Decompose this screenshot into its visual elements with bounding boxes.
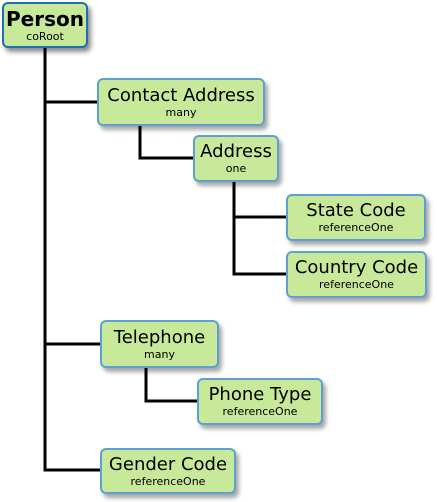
- node-country-code-name: Country Code: [294, 257, 419, 278]
- node-person-kind: coRoot: [26, 29, 64, 43]
- node-phone-type-name: Phone Type: [208, 384, 312, 405]
- node-contact-address-kind: many: [165, 105, 197, 119]
- node-address-kind: one: [225, 162, 247, 175]
- node-contact-address-name: Contact Address: [107, 84, 255, 106]
- node-gender-code-kind: referenceOne: [130, 474, 206, 488]
- node-state-code-name: State Code: [306, 200, 406, 221]
- node-person[interactable]: Person coRoot: [2, 2, 88, 48]
- node-phone-type[interactable]: Phone Type referenceOne: [197, 378, 323, 425]
- node-phone-type-kind: referenceOne: [222, 405, 298, 418]
- node-country-code-kind: referenceOne: [319, 278, 394, 291]
- node-telephone[interactable]: Telephone many: [100, 320, 219, 368]
- node-address-name: Address: [200, 141, 272, 162]
- node-gender-code[interactable]: Gender Code referenceOne: [100, 448, 236, 494]
- node-telephone-name: Telephone: [113, 326, 206, 348]
- node-state-code-kind: referenceOne: [318, 221, 394, 234]
- node-state-code[interactable]: State Code referenceOne: [286, 194, 426, 241]
- connector-telephone-phone-type: [144, 366, 200, 403]
- node-contact-address[interactable]: Contact Address many: [97, 78, 265, 126]
- node-telephone-kind: many: [144, 347, 175, 361]
- node-country-code[interactable]: Country Code referenceOne: [286, 251, 427, 298]
- node-address[interactable]: Address one: [193, 135, 279, 182]
- node-gender-code-name: Gender Code: [108, 453, 228, 475]
- connector-contact-address-address: [138, 124, 196, 160]
- node-person-name: Person: [6, 6, 84, 31]
